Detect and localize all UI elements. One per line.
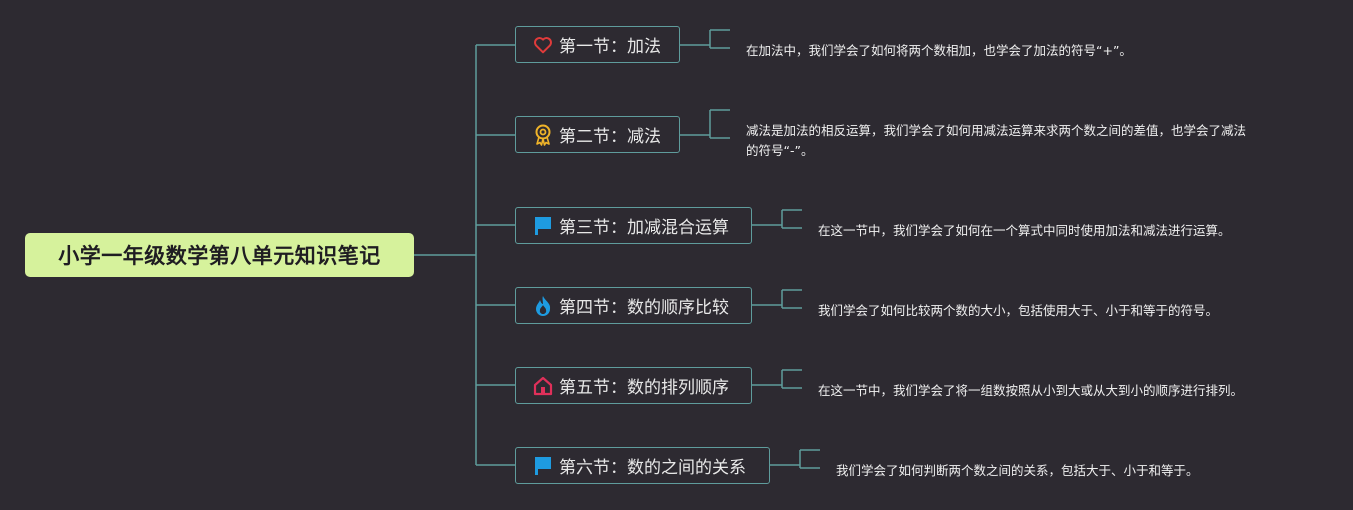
section-title: 第四节：数的顺序比较 [559,298,729,318]
section-title: 第一节：加法 [559,37,661,57]
section-title: 第五节：数的排列顺序 [559,378,729,398]
section-node-3[interactable]: 第三节：加减混合运算 [515,207,752,244]
section-title: 第三节：加减混合运算 [559,218,729,238]
section-node-6[interactable]: 第六节：数的之间的关系 [515,447,770,484]
section-note-3: 在这一节中，我们学会了如何在一个算式中同时使用加法和减法进行运算。 [818,223,1231,238]
section-note-4: 我们学会了如何比较两个数的大小，包括使用大于、小于和等于的符号。 [818,303,1219,318]
flag-icon [532,455,554,477]
root-title: 小学一年级数学第八单元知识笔记 [58,244,381,268]
section-node-4[interactable]: 第四节：数的顺序比较 [515,287,752,324]
section-note-6: 我们学会了如何判断两个数之间的关系，包括大于、小于和等于。 [836,463,1199,478]
section-node-1[interactable]: 第一节：加法 [515,26,680,63]
heart-icon [532,34,554,56]
section-note-2: 减法是加法的相反运算，我们学会了如何用减法运算来求两个数之间的差值，也学会了减法… [746,123,1247,158]
section-note-1: 在加法中，我们学会了如何将两个数相加，也学会了加法的符号“+”。 [746,43,1132,58]
home-icon [532,375,554,397]
root-topic[interactable]: 小学一年级数学第八单元知识笔记 [25,233,414,277]
section-title: 第二节：减法 [559,127,661,147]
section-note-5: 在这一节中，我们学会了将一组数按照从小到大或从大到小的顺序进行排列。 [818,383,1244,398]
section-node-5[interactable]: 第五节：数的排列顺序 [515,367,752,404]
section-node-2[interactable]: 第二节：减法 [515,116,680,153]
flame-icon [532,295,554,317]
flag-icon [532,215,554,237]
award-ribbon-icon [532,124,554,146]
section-title: 第六节：数的之间的关系 [559,458,746,478]
